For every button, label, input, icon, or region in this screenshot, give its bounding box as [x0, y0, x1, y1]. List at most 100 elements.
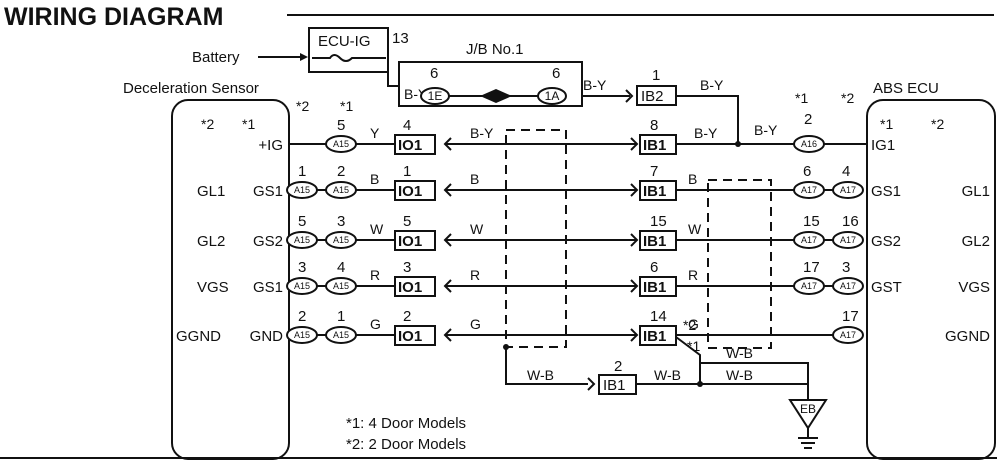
- shield-left: [505, 129, 567, 348]
- ig1-conn-label: A16: [801, 139, 817, 149]
- row4-pin-a: 3: [298, 259, 306, 276]
- row3-wire-color: W: [370, 221, 384, 237]
- row3-sensor-label-2: GL2: [197, 233, 225, 250]
- left-component-label: Deceleration Sensor: [123, 80, 259, 97]
- row5-m2-marker: *2: [683, 317, 696, 333]
- jb-name: J/B No.1: [466, 41, 524, 58]
- shield-ground-dot: [503, 344, 509, 350]
- ib2-pin: 1: [652, 67, 660, 84]
- row1-right-color: B-Y: [694, 125, 718, 141]
- row4-ecu-pin-b: 3: [842, 259, 850, 276]
- row2-sensor-label-1: GS1: [253, 183, 283, 200]
- row1-sensor-conn-b-label: A15: [333, 139, 349, 149]
- row2-ecu-conn-a: [793, 181, 825, 199]
- row3-sensor-label-1: GS2: [253, 233, 283, 250]
- row3-ecu-label-2: GL2: [962, 233, 990, 250]
- right-col-m1: *1: [795, 90, 808, 106]
- row2-io-pin: 1: [403, 163, 411, 180]
- row4-sensor-label-1: GS1: [253, 279, 283, 296]
- ground-wire-color-right: W-B: [726, 367, 753, 383]
- row1-ib-pin: 8: [650, 117, 658, 134]
- row1-io-connector: [394, 134, 436, 155]
- row3-io-connector: [394, 230, 436, 251]
- ig1-splice-dot: [735, 141, 741, 147]
- row2-io-connector: [394, 180, 436, 201]
- row5-sensor-conn-a: [286, 326, 318, 344]
- row2-sensor-conn-b: [325, 181, 357, 199]
- shield-right: [707, 179, 772, 349]
- row3-ecu-label-1: GS2: [871, 233, 901, 250]
- row1-ecu-label-1: IG1: [871, 137, 895, 154]
- row5-io-label: IO1: [398, 328, 422, 345]
- fuse-box: [308, 27, 389, 73]
- row2-sensor-conn-a: [286, 181, 318, 199]
- row5-ecu-conn-b-label: A17: [840, 330, 856, 340]
- ground-ib1-label: IB1: [603, 377, 626, 394]
- row5-wire-color: G: [370, 316, 381, 332]
- ground-eb-label: EB: [800, 402, 816, 416]
- row4-ib-connector: [639, 276, 677, 297]
- ib1-ground-branch: [675, 336, 701, 384]
- row3-mid-color: W: [470, 221, 484, 237]
- row5-io-connector: [394, 325, 436, 346]
- row2-ecu-conn-b: [832, 181, 864, 199]
- row3-pin-b: 3: [337, 213, 345, 230]
- abs-ecu-box: [866, 99, 996, 460]
- row2-sensor-conn-a-label: A15: [294, 185, 310, 195]
- row5-sensor-conn-b: [325, 326, 357, 344]
- row2-wire-color: B: [370, 171, 379, 187]
- ground-splice-dot: [697, 381, 703, 387]
- row4-sensor-label-2: VGS: [197, 279, 229, 296]
- row4-wire-color: R: [370, 267, 380, 283]
- row2-ecu-label-2: GL1: [962, 183, 990, 200]
- row2-ecu-pin-a: 6: [803, 163, 811, 180]
- row4-ecu-label-2: VGS: [958, 279, 990, 296]
- jb-left-arrow-icon: [480, 89, 496, 103]
- row1-ib-label: IB1: [643, 137, 666, 154]
- row5-ib-connector: [639, 325, 677, 346]
- row2-ecu-label-1: GS1: [871, 183, 901, 200]
- row2-ib-connector: [639, 180, 677, 201]
- row3-ecu-conn-a: [793, 231, 825, 249]
- row5-sensor-label-2: GGND: [176, 328, 221, 345]
- row1-ib-connector: [639, 134, 677, 155]
- row2-io-label: IO1: [398, 183, 422, 200]
- left-header-m2: *2: [201, 116, 214, 132]
- left-col-m1: *1: [340, 98, 353, 114]
- fuse-pin: 13: [392, 30, 409, 47]
- ib2-to-ig1-wire: [676, 95, 739, 144]
- left-col-m2: *2: [296, 98, 309, 114]
- row3-ecu-pin-a: 15: [803, 213, 820, 230]
- row5-ib-label: IB1: [643, 328, 666, 345]
- row3-right-color: W: [688, 221, 702, 237]
- right-col-m2: *2: [841, 90, 854, 106]
- row5-ecu-label-2: GGND: [945, 328, 990, 345]
- row4-ecu-conn-a: [793, 277, 825, 295]
- row5-ecu-conn-b: [832, 326, 864, 344]
- row4-mid-color: R: [470, 267, 480, 283]
- ground-eb-icon: [788, 399, 828, 430]
- right-header-m1: *1: [880, 116, 893, 132]
- row4-io-chevron-icon: [443, 279, 452, 293]
- ground-ib1-pin: 2: [614, 358, 622, 375]
- row1-wire-color: Y: [370, 125, 380, 141]
- row5-io-pin: 2: [403, 308, 411, 325]
- right-component-label: ABS ECU: [873, 80, 939, 97]
- row3-ib-label: IB1: [643, 233, 666, 250]
- row4-ib-pin: 6: [650, 259, 658, 276]
- row2-ib-pin: 7: [650, 163, 658, 180]
- row1-io-pin: 4: [403, 117, 411, 134]
- row2-mid-color: B: [470, 171, 479, 187]
- row3-pin-a: 5: [298, 213, 306, 230]
- battery-label: Battery: [192, 49, 240, 66]
- jb-left-conn-label: 1E: [428, 89, 443, 103]
- row4-ecu-conn-a-label: A17: [801, 281, 817, 291]
- row4-io-label: IO1: [398, 279, 422, 296]
- right-header-m2: *2: [931, 116, 944, 132]
- row5-sensor-conn-b-label: A15: [333, 330, 349, 340]
- row2-sensor-conn-b-label: A15: [333, 185, 349, 195]
- row3-ib-pin: 15: [650, 213, 667, 230]
- row2-pin-a: 1: [298, 163, 306, 180]
- wb-ground-wire-upper: [700, 362, 809, 394]
